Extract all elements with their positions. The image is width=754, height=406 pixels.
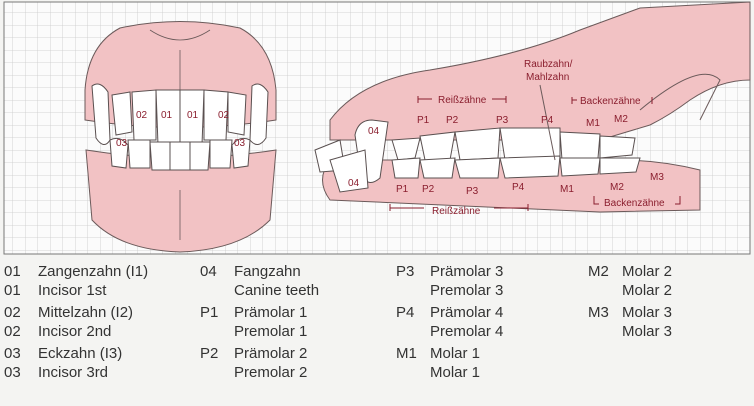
- lower-label-p1: P1: [396, 184, 409, 195]
- legend-translation: Molar 2: [622, 282, 673, 299]
- front-label-01-right: 01: [187, 110, 199, 121]
- legend-code: 02: [4, 323, 21, 340]
- legend-code: M1: [396, 345, 417, 362]
- legend-translation: Incisor 2nd: [38, 323, 112, 340]
- front-lower-teeth: [109, 137, 251, 171]
- legend-translation: Canine teeth: [234, 282, 320, 299]
- lower-label-m1: M1: [560, 184, 574, 195]
- legend-code: P1: [200, 304, 219, 321]
- front-label-03-right: 03: [234, 138, 246, 149]
- legend-name: Prämolar 2: [234, 345, 308, 362]
- legend-item-03: 03 Eckzahn (I3): [4, 344, 122, 363]
- legend-code: 04: [200, 263, 217, 280]
- legend-item-p2: P2 Prämolar 2: [200, 344, 307, 363]
- legend-item-02: 02 Mittelzahn (I2): [4, 303, 133, 322]
- legend-code: M2: [588, 263, 609, 280]
- legend-translation: Incisor 1st: [38, 282, 107, 299]
- legend-translation: Premolar 3: [430, 282, 504, 299]
- legend-code: M3: [588, 304, 609, 321]
- lower-label-04: 04: [348, 178, 360, 189]
- side-view: Reißzähne Raubzahn/ Mahlzahn Backenzähne…: [314, 1, 751, 217]
- legend-name: Prämolar 3: [430, 263, 504, 280]
- front-label-02-right: 02: [218, 110, 230, 121]
- upper-label-m1: M1: [586, 118, 600, 129]
- legend-item-01-translation: 01 Incisor 1st: [4, 281, 106, 300]
- lower-label-p4: P4: [512, 182, 525, 193]
- upper-label-p4: P4: [541, 115, 554, 126]
- legend-name: Eckzahn (I3): [38, 345, 123, 362]
- front-label-03-left: 03: [116, 138, 128, 149]
- legend-item-p3-translation: Premolar 3: [430, 281, 503, 300]
- legend-item-p1-translation: Premolar 1: [234, 322, 307, 341]
- legend-name: Mittelzahn (I2): [38, 304, 134, 321]
- upper-group-backenzahne: Backenzähne: [580, 96, 641, 107]
- legend-code: 01: [4, 263, 21, 280]
- legend-name: Prämolar 4: [430, 304, 504, 321]
- front-label-01-left: 01: [161, 110, 173, 121]
- legend-code: 01: [4, 282, 21, 299]
- legend-item-m1-translation: Molar 1: [430, 363, 480, 382]
- legend-name: Prämolar 1: [234, 304, 308, 321]
- legend-item-m2-translation: Molar 2: [622, 281, 672, 300]
- dental-diagram: 02 01 01 02 03 03: [3, 1, 751, 255]
- front-label-02-left: 02: [136, 110, 148, 121]
- legend-item-m2: M2 Molar 2: [588, 262, 672, 281]
- legend-code: P3: [396, 263, 415, 280]
- upper-label-m2: M2: [614, 114, 628, 125]
- upper-label-p2: P2: [446, 115, 459, 126]
- legend-name: Fangzahn: [234, 263, 301, 280]
- front-upper-teeth: [91, 83, 269, 146]
- lower-label-p2: P2: [422, 184, 435, 195]
- legend-item-p1: P1 Prämolar 1: [200, 303, 307, 322]
- legend-translation: Molar 1: [430, 364, 481, 381]
- lower-label-p3: P3: [466, 186, 479, 197]
- legend-item-02-translation: 02 Incisor 2nd: [4, 322, 111, 341]
- legend-item-01: 01 Zangenzahn (I1): [4, 262, 148, 281]
- legend-item-p3: P3 Prämolar 3: [396, 262, 503, 281]
- legend-name: Molar 1: [430, 345, 481, 362]
- raubzahn-label-line1: Raubzahn/: [524, 59, 573, 70]
- legend-name: Molar 2: [622, 263, 673, 280]
- upper-group-reisszahne: Reißzähne: [438, 95, 487, 106]
- front-view: 02 01 01 02 03 03: [84, 21, 277, 253]
- lower-group-reisszahne: Reißzähne: [432, 206, 481, 217]
- legend-item-m1: M1 Molar 1: [396, 344, 480, 363]
- upper-label-04: 04: [368, 126, 380, 137]
- legend-translation: Premolar 1: [234, 323, 308, 340]
- legend-translation: Premolar 2: [234, 364, 308, 381]
- upper-label-p1: P1: [417, 115, 430, 126]
- raubzahn-label-line2: Mahlzahn: [526, 72, 569, 83]
- lower-label-m2: M2: [610, 182, 624, 193]
- legend-code: 03: [4, 364, 21, 381]
- side-lower-teeth: [329, 149, 641, 193]
- legend-translation: Premolar 4: [430, 323, 504, 340]
- legend-code: 02: [4, 304, 21, 321]
- upper-label-p3: P3: [496, 115, 509, 126]
- legend-translation: Incisor 3rd: [38, 364, 109, 381]
- legend-item-p4: P4 Prämolar 4: [396, 303, 503, 322]
- legend-item-p4-translation: Premolar 4: [430, 322, 503, 341]
- legend-name: Zangenzahn (I1): [38, 263, 149, 280]
- lower-label-m3: M3: [650, 172, 664, 183]
- legend-code: 03: [4, 345, 21, 362]
- legend-item-p2-translation: Premolar 2: [234, 363, 307, 382]
- legend-item-m3: M3 Molar 3: [588, 303, 672, 322]
- legend-code: P4: [396, 304, 415, 321]
- legend-name: Molar 3: [622, 304, 673, 321]
- legend-item-m3-translation: Molar 3: [622, 322, 672, 341]
- lower-group-backenzahne: Backenzähne: [604, 198, 665, 209]
- legend-item-04-translation: Canine teeth: [234, 281, 319, 300]
- legend-item-04: 04 Fangzahn: [200, 262, 301, 281]
- legend-item-03-translation: 03 Incisor 3rd: [4, 363, 108, 382]
- legend-code: P2: [200, 345, 219, 362]
- legend-translation: Molar 3: [622, 323, 673, 340]
